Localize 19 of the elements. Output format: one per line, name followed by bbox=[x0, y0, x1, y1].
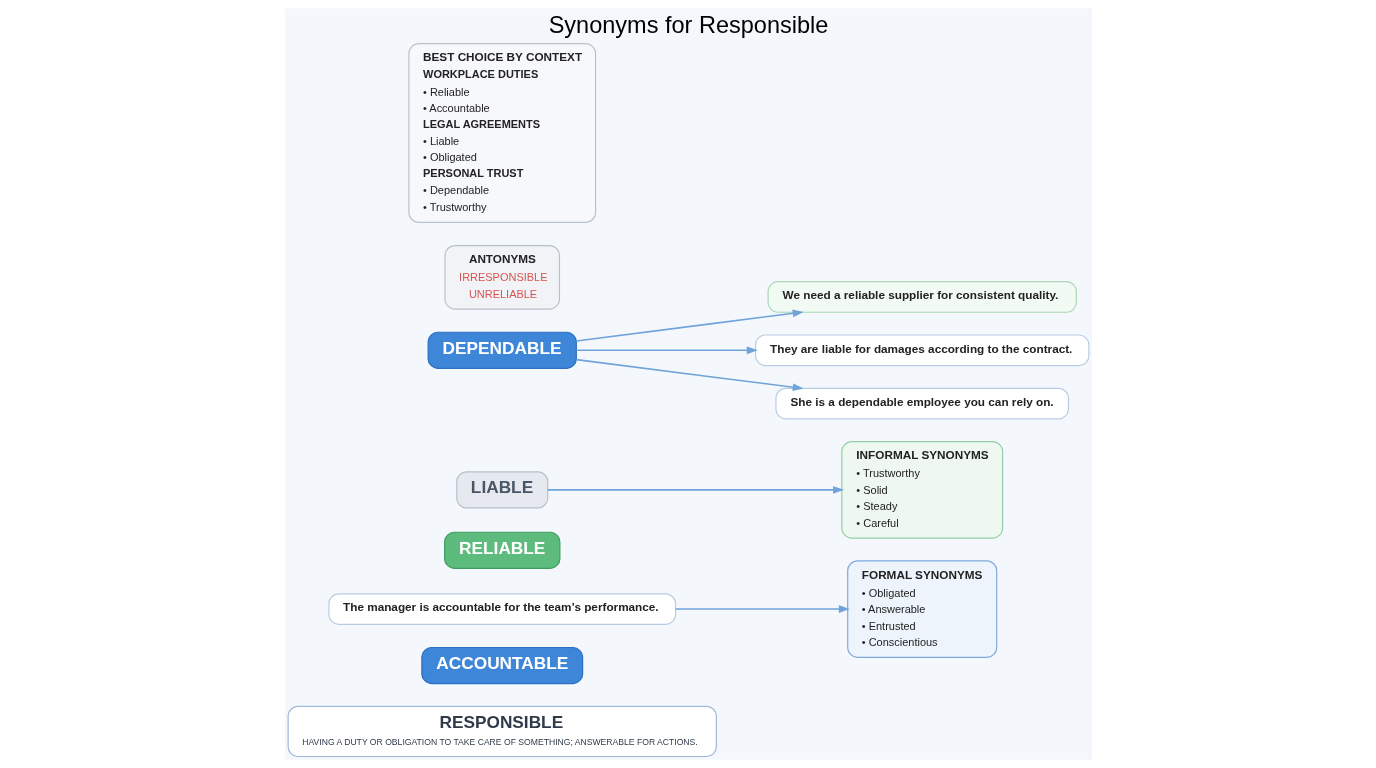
node-box: FORMAL SYNONYMS • Obligated • Answerable • Entrusted • Conscientious bbox=[846, 560, 997, 658]
arrow bbox=[546, 486, 844, 494]
arrow bbox=[674, 605, 850, 613]
arrow bbox=[575, 358, 804, 392]
node-box: INFORMAL SYNONYMS • Trustworthy • Solid • Steady • Careful bbox=[840, 441, 1003, 539]
node-box: She is a dependable employee you can rely on. bbox=[774, 387, 1069, 420]
node-box: They are liable for damages according to the contract. bbox=[754, 334, 1089, 367]
node-box: RESPONSIBLE HAVING A DUTY OR OBLIGATION TO TAKE CARE OF SOMETHING; ANSWERABLE FOR ACTIONS. bbox=[287, 705, 717, 758]
node-box: The manager is accountable for the team’s performance. bbox=[327, 593, 676, 625]
arrow bbox=[575, 309, 804, 342]
node-box: We need a reliable supplier for consistent quality. bbox=[767, 281, 1077, 313]
node-box: ANTONYMS IRRESPONSIBLE UNRELIABLE bbox=[443, 245, 560, 310]
arrow bbox=[575, 346, 758, 355]
node-box: LIABLE bbox=[455, 471, 548, 509]
diagram-title: Synonyms for Responsible bbox=[548, 12, 828, 39]
node-box: RELIABLE bbox=[443, 531, 560, 569]
node-box: ACCOUNTABLE bbox=[420, 646, 583, 685]
node-box: BEST CHOICE BY CONTEXT WORKPLACE DUTIES • Reliable • Accountable LEGAL AGREEMENTS • Liable • Obligated PERSONAL TRUST • Dependable • Trustworthy bbox=[407, 43, 596, 224]
node-box: DEPENDABLE bbox=[427, 331, 577, 369]
